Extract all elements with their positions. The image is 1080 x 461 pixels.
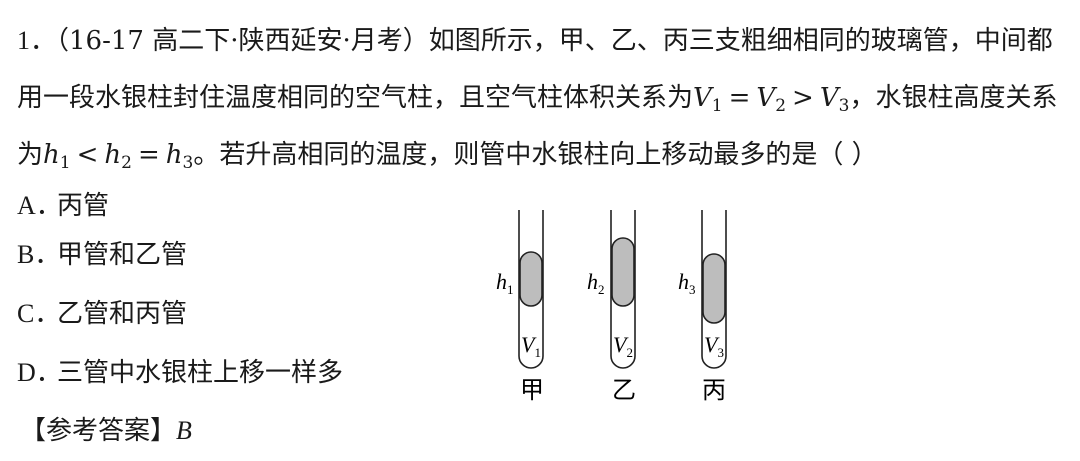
tube-name: 乙 (612, 376, 636, 404)
question-text-3-head: 为 (17, 140, 44, 170)
tube-bing: h3 V3 丙 (678, 210, 727, 404)
question-text-1: 如图所示，甲、乙、丙三支粗细相同的玻璃管，中间都 (428, 26, 1053, 56)
answer-value: B (176, 416, 192, 445)
v-label: V1 (521, 332, 541, 360)
question-line-1: 1．（16-17 高二下·陕西延安·月考）如图所示，甲、乙、丙三支粗细相同的玻璃… (17, 24, 1053, 58)
mercury-column (702, 253, 726, 324)
question-line-3: 为h1<h2=h3。若升高相同的温度，则管中水银柱向上移动最多的是（ ） (17, 138, 878, 172)
question-text-2-tail: ，水银柱高度关系 (849, 83, 1058, 113)
question-line-2: 用一段水银柱封住温度相同的空气柱，且空气柱体积关系为V1=V2>V3，水银柱高度… (17, 81, 1057, 115)
tube-yi: h2 V2 乙 (587, 210, 636, 404)
height-relation: h1<h2=h3 (43, 140, 194, 173)
option-c: C．乙管和丙管 (17, 297, 187, 331)
glass-tube-outline (518, 210, 544, 369)
question-text-2: 用一段水银柱封住温度相同的空气柱，且空气柱体积关系为 (17, 83, 694, 113)
option-text: 乙管和丙管 (57, 299, 188, 329)
option-letter: D． (17, 358, 62, 387)
mercury-column (611, 237, 635, 307)
glass-tube-outline (610, 210, 636, 369)
option-letter: C． (17, 299, 61, 328)
question-source: （16-17 高二下·陕西延安·月考） (56, 26, 429, 56)
option-b: B．甲管和乙管 (17, 238, 187, 272)
volume-relation: V1=V2>V3 (693, 83, 850, 116)
tube-jia: h1 V1 甲 (496, 210, 544, 404)
answer-label: 【参考答案】 (20, 416, 177, 446)
v-label: V2 (613, 332, 633, 360)
option-d: D．三管中水银柱上移一样多 (17, 356, 343, 390)
mercury-column (519, 251, 543, 307)
h-label: h2 (587, 269, 605, 297)
option-letter: A． (17, 191, 62, 220)
option-text: 三管中水银柱上移一样多 (57, 358, 344, 388)
v-label: V3 (704, 332, 724, 360)
option-text: 丙管 (57, 191, 110, 221)
option-letter: B． (17, 240, 61, 269)
tube-name: 丙 (702, 376, 726, 404)
glass-tube-outline (701, 210, 727, 369)
option-a: A．丙管 (17, 189, 109, 223)
tube-name: 甲 (520, 376, 544, 404)
question-text-3-tail: 。若升高相同的温度，则管中水银柱向上移动最多的是（ ） (193, 140, 878, 170)
question-number: 1． (17, 26, 57, 55)
h-label: h1 (496, 269, 514, 297)
h-label: h3 (678, 269, 696, 297)
reference-answer: 【参考答案】B (20, 414, 192, 448)
option-text: 甲管和乙管 (57, 240, 188, 270)
